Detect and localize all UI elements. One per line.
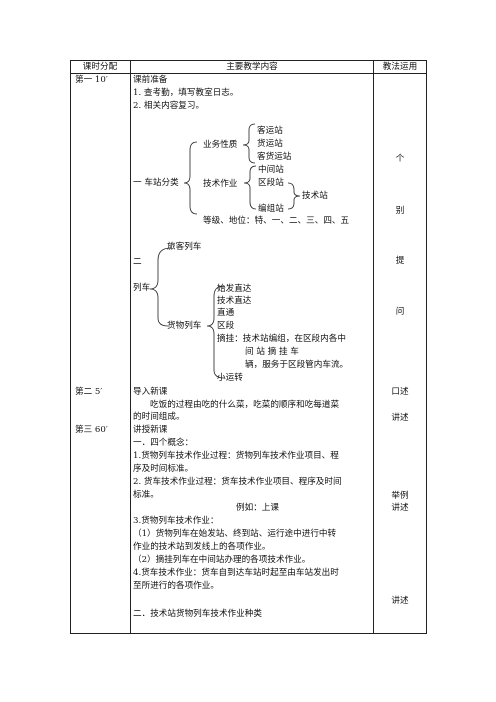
technical-operation-label: 技术作业 bbox=[203, 179, 238, 189]
time-part-1: 第一 10′ bbox=[75, 75, 108, 85]
table-bottom-border bbox=[70, 633, 426, 634]
table-left-border bbox=[70, 60, 71, 634]
concept-3-line-3: （2）摘挂列车在中间站办理的各项技术作业。 bbox=[133, 555, 311, 565]
lecture-title: 讲授新课 bbox=[133, 425, 168, 435]
technical-station: 技术站 bbox=[302, 191, 328, 201]
passenger-freight-station: 客货运站 bbox=[257, 152, 292, 162]
concept-3-line-2: 作业的技术站到发线上的各项作业。 bbox=[133, 542, 271, 552]
freight-type-pickup-line-2: 间 站 摘 挂 车 bbox=[245, 347, 299, 357]
freight-train: 货物列车 bbox=[167, 321, 202, 331]
freight-type-pickup-line-3: 辆，服务于区段管内车流。 bbox=[245, 360, 349, 370]
freight-type-pickup-line-1: 摘挂：技术站编组，在区段内各中 bbox=[217, 334, 346, 344]
method-4: 问 bbox=[395, 307, 405, 317]
marshalling-station: 编组站 bbox=[258, 204, 284, 214]
prep-item-1: 1. 查考勤，填写教室日志。 bbox=[133, 88, 239, 98]
concept-4-line-2: 至所进行的各项作业。 bbox=[133, 581, 219, 591]
method-6: 讲述 bbox=[391, 413, 409, 423]
column-divider-1 bbox=[130, 60, 131, 634]
station-classification-label: 一 车站分类 bbox=[133, 178, 179, 188]
column-divider-2 bbox=[373, 60, 374, 634]
prep-title: 课前准备 bbox=[133, 75, 168, 85]
freight-type-district: 区段 bbox=[217, 321, 235, 331]
time-part-2: 第二 5′ bbox=[75, 387, 103, 397]
concept-1-line-2: 序及时间标准。 bbox=[133, 464, 194, 474]
concept-2-line-1: 2. 货车技术作业过程：货车技术作业项目、程序及时间 bbox=[133, 477, 342, 487]
concept-4-line-1: 4.货车技术作业：货车自到达车站时起至由车站发出时 bbox=[133, 568, 339, 578]
table-top-border bbox=[70, 60, 426, 61]
method-1: 个 bbox=[395, 154, 405, 164]
method-7: 举例 bbox=[391, 491, 409, 501]
header-bottom-border bbox=[70, 73, 426, 74]
intermediate-station: 中间站 bbox=[258, 165, 284, 175]
intro-title: 导入新课 bbox=[133, 387, 168, 397]
intro-line-2: 的时间组成。 bbox=[133, 412, 185, 422]
header-teaching-method: 教法运用 bbox=[382, 62, 418, 72]
freight-type-origin-through: 始发直达 bbox=[217, 284, 252, 294]
table-right-border bbox=[426, 60, 427, 634]
passenger-station: 客运站 bbox=[257, 126, 283, 136]
section-two-heading: 二．技术站货物列车技术作业种类 bbox=[133, 609, 262, 619]
concept-3-line-1: （1）货物列车在始发站、终到站、运行途中进行中转 bbox=[133, 529, 337, 539]
station-grade: 等级、地位：特、一、二、三、四、五 bbox=[203, 216, 350, 226]
concept-3-title: 3.货物列车技术作业： bbox=[133, 516, 219, 526]
intro-line-1: 吃饭的过程由吃的什么菜，吃菜的顺序和吃每道菜 bbox=[150, 400, 340, 410]
method-9: 讲述 bbox=[391, 596, 409, 606]
passenger-train: 旅客列车 bbox=[167, 242, 202, 252]
freight-type-technical-through: 技术直达 bbox=[217, 296, 252, 306]
train-label: 列车 bbox=[133, 283, 151, 293]
time-part-3: 第三 60′ bbox=[75, 425, 108, 435]
method-2: 别 bbox=[395, 206, 405, 216]
example-text: 例如：上课 bbox=[236, 503, 279, 513]
concepts-heading: 一．四个概念： bbox=[133, 438, 194, 448]
method-3: 提 bbox=[395, 256, 405, 266]
header-time-allocation: 课时分配 bbox=[82, 62, 118, 72]
concept-1-line-1: 1.货物列车技术作业过程：货物列车技术作业项目、程 bbox=[133, 451, 339, 461]
prep-item-2: 2. 相关内容复习。 bbox=[133, 101, 205, 111]
header-main-content: 主要教学内容 bbox=[226, 62, 278, 72]
business-nature-label: 业务性质 bbox=[203, 140, 238, 150]
freight-type-direct: 直通 bbox=[217, 308, 235, 318]
method-5: 口述 bbox=[391, 387, 409, 397]
freight-type-transfer: 小运转 bbox=[217, 373, 243, 383]
concept-2-line-2: 标准。 bbox=[133, 490, 159, 500]
district-station: 区段站 bbox=[258, 178, 284, 188]
freight-station: 货运站 bbox=[257, 139, 283, 149]
section-two-marker: 二 bbox=[133, 257, 142, 267]
method-8: 讲述 bbox=[391, 503, 409, 513]
